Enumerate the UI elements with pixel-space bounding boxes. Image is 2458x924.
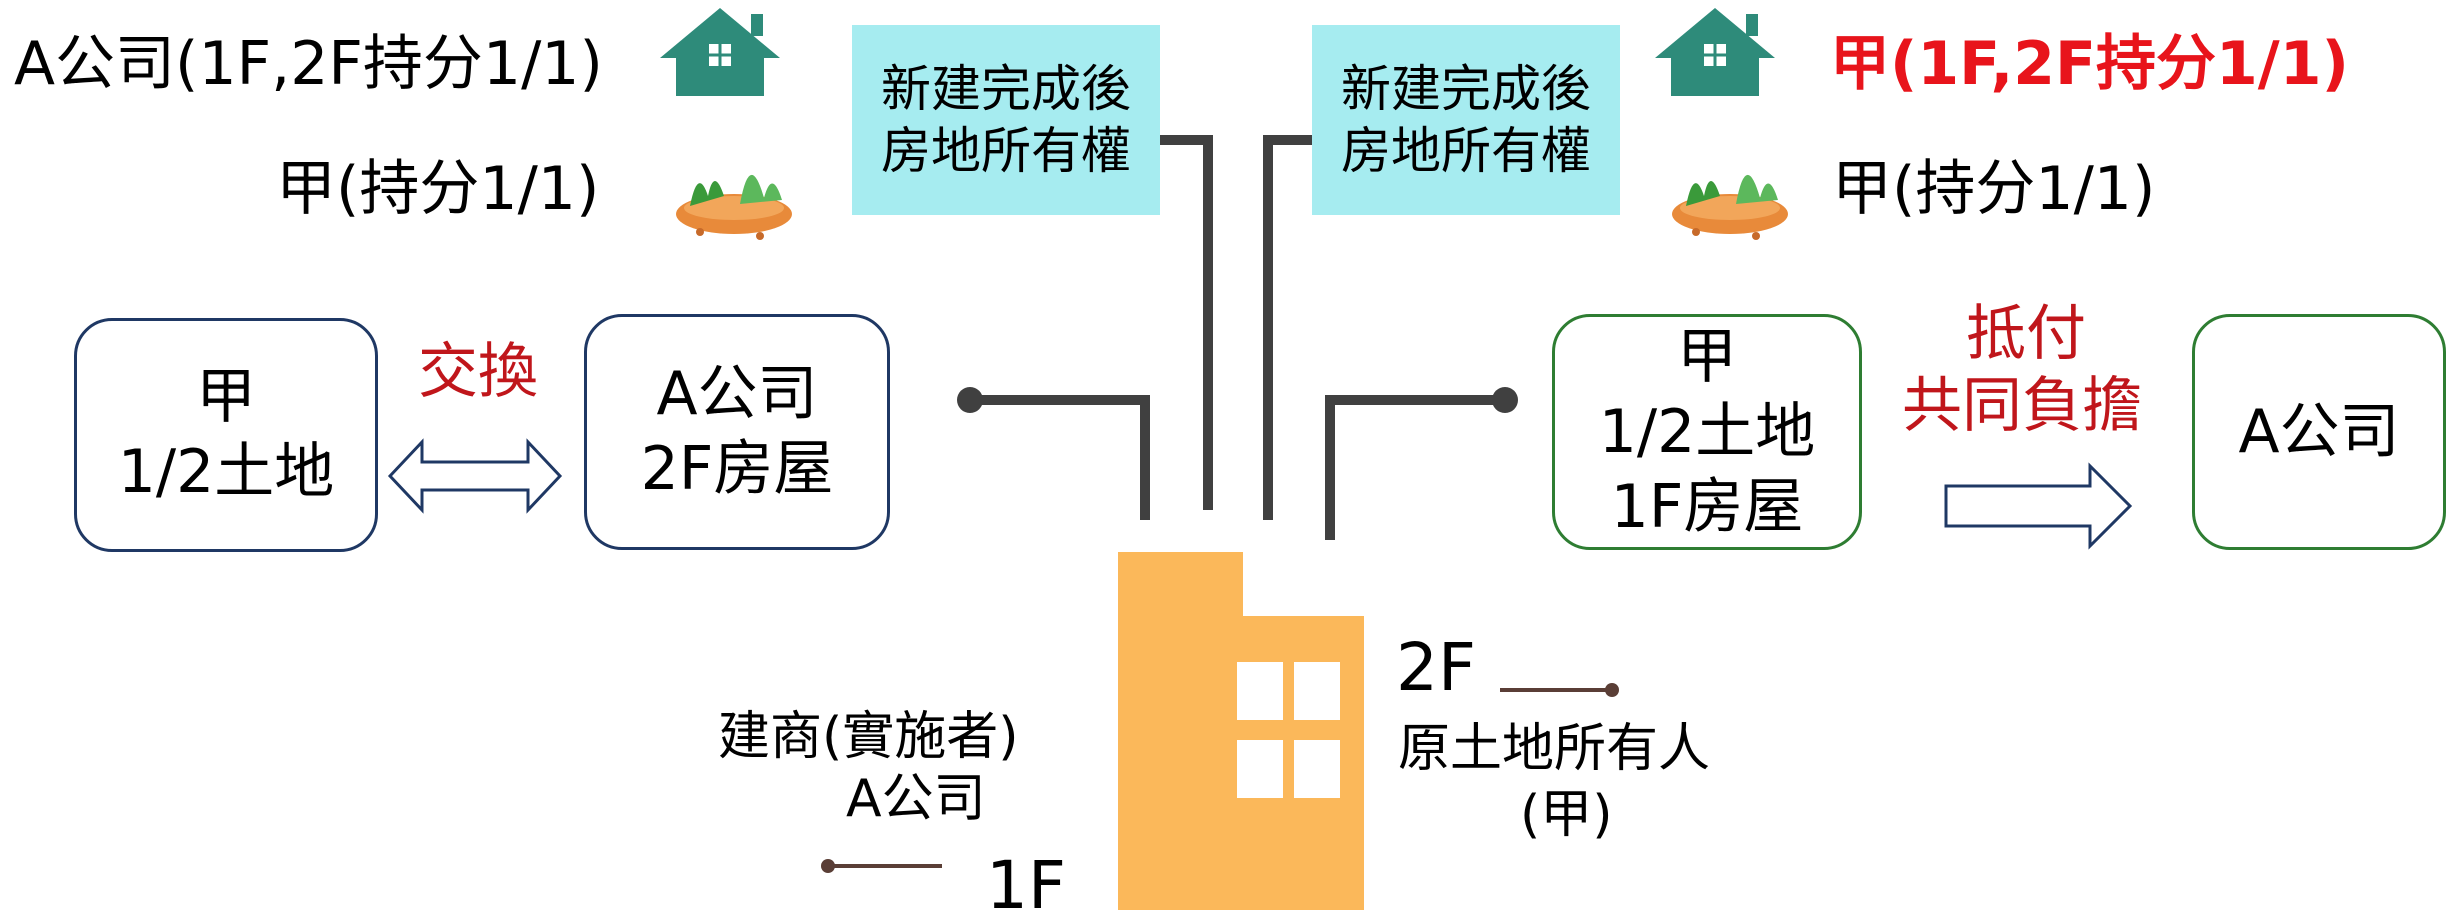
right-box-line1: 甲 [1677,321,1737,392]
left-house-box-line2: 2F房屋 [640,434,834,504]
double-arrow-icon [387,438,563,514]
transfer-label-line1: 抵付 [1966,299,2086,369]
developer-line2: A公司 [846,769,986,829]
owner-line1: 原土地所有人 [1398,719,1711,779]
right-company-box-line1: A公司 [2238,396,2400,467]
right-ownership-line2: 房地所有權 [1341,122,1591,180]
left-house-owner: A公司(1F,2F持分1/1) [14,29,603,99]
left-house-box: A公司 2F房屋 [584,314,890,550]
exchange-label: 交換 [418,337,538,407]
right-cyan-connector [1263,135,1312,520]
left-ownership-label: 新建完成後 房地所有權 [852,25,1160,215]
house-icon [1655,8,1775,96]
left-land-box-line2: 1/2土地 [117,437,335,507]
right-box-line3: 1F房屋 [1610,471,1804,542]
owner-line2: (甲) [1520,785,1613,845]
floor1-leader [821,859,942,873]
right-box-line2: 1/2土地 [1598,396,1816,467]
floor2-leader [1500,683,1619,697]
house-icon [660,8,780,96]
land-icon [1672,174,1788,240]
right-house-owner: 甲(1F,2F持分1/1) [1830,29,2349,99]
right-land-owner: 甲(持分1/1) [1832,154,2156,224]
left-house-box-line1: A公司 [656,359,818,429]
right-connector [1325,387,1518,540]
left-ownership-line1: 新建完成後 [881,59,1131,118]
land-icon [676,174,792,240]
left-connector [957,387,1150,520]
right-land-house-box: 甲 1/2土地 1F房屋 [1552,314,1862,550]
floor2-label: 2F [1396,629,1476,706]
floor1-label: 1F [986,847,1066,924]
right-arrow-icon [1944,462,2133,550]
left-ownership-line2: 房地所有權 [881,122,1131,180]
developer-line1: 建商(實施者) [718,707,1019,767]
transfer-label-line2: 共同負擔 [1902,371,2142,441]
left-land-box-line1: 甲 [196,362,256,432]
left-land-owner: 甲(持分1/1) [276,154,600,224]
right-ownership-label: 新建完成後 房地所有權 [1312,25,1620,215]
right-ownership-line1: 新建完成後 [1341,59,1591,118]
left-land-box: 甲 1/2土地 [74,318,378,552]
right-company-box: A公司 [2192,314,2446,550]
building-icon [1118,552,1364,910]
